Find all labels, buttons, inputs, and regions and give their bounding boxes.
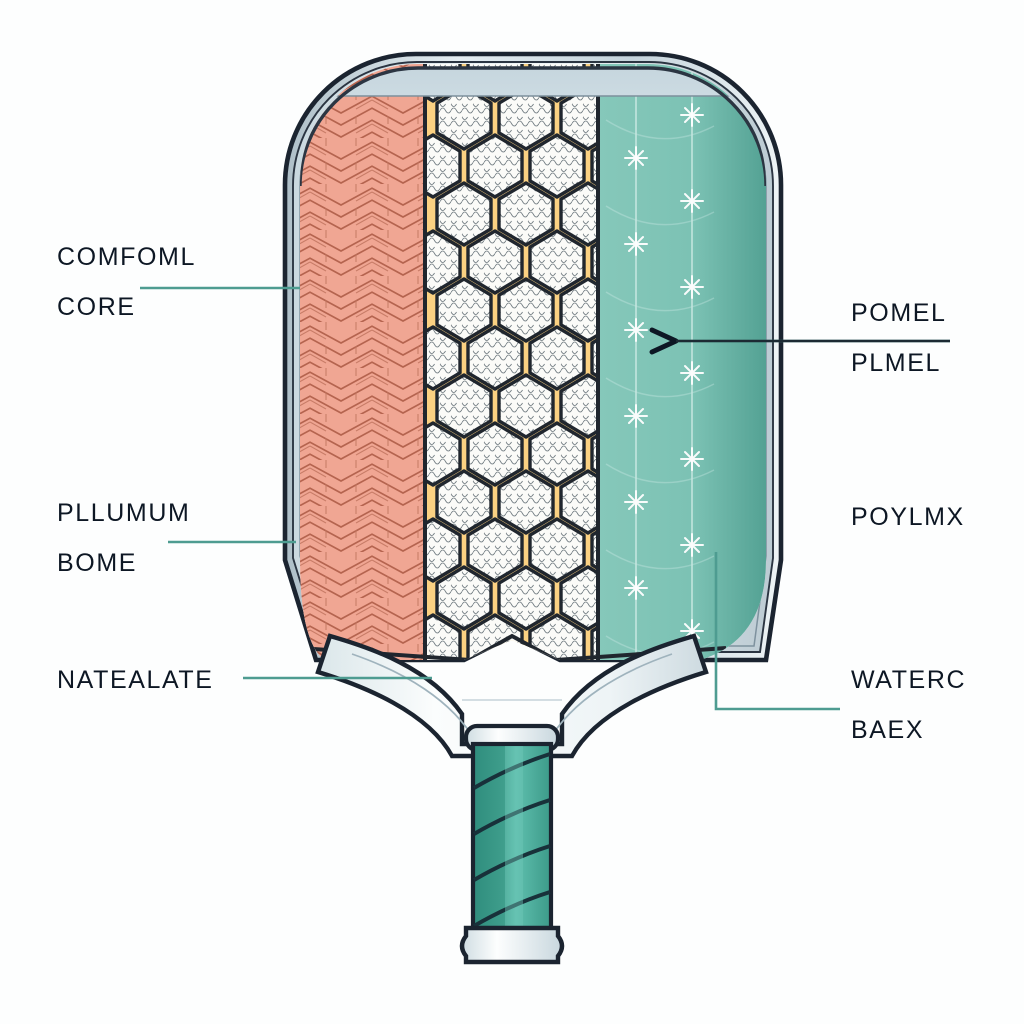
fiber-line <box>605 377 715 398</box>
label-poylmx: POYLMX <box>851 503 965 531</box>
sparkle-icon <box>680 533 704 557</box>
label-pomel-plmel: POMEL PLMEL <box>851 299 947 377</box>
paddle-grip <box>470 741 554 933</box>
honeycomb-cell <box>425 517 462 583</box>
honeycomb-cell <box>466 325 524 391</box>
honeycomb-cell <box>559 85 598 151</box>
honeycomb-cell <box>590 613 598 660</box>
honeycomb-cell <box>425 229 462 295</box>
sparkle-icon <box>680 103 704 127</box>
honeycomb-cell <box>590 421 598 487</box>
honeycomb-cell <box>528 517 586 583</box>
paddle-face-layers <box>300 64 766 725</box>
honeycomb-cell <box>425 133 462 199</box>
honeycomb-cell <box>559 277 598 343</box>
honeycomb-cell <box>425 325 462 391</box>
honeycomb-cell <box>590 229 598 295</box>
honeycomb-cell <box>559 469 598 535</box>
honeycomb-cell <box>499 663 553 725</box>
layer-comfoml-core <box>300 64 425 660</box>
sparkle-icon <box>624 146 648 170</box>
honeycomb-cell <box>466 421 524 487</box>
honeycomb-cell <box>590 133 598 199</box>
honeycomb-cell <box>435 181 493 247</box>
honeycomb-cell <box>435 565 493 631</box>
honeycomb-cell <box>497 565 555 631</box>
sparkle-icon <box>680 189 704 213</box>
grip-wrap-band <box>472 798 551 836</box>
leader-line-waterc-baex <box>714 552 840 711</box>
fiber-line <box>605 119 715 140</box>
honeycomb-cell <box>559 181 598 247</box>
grip-wrap-band <box>472 890 551 928</box>
grip-wrap-band <box>472 844 551 882</box>
sparkle-icon <box>680 447 704 471</box>
honeycomb-cell <box>590 325 598 391</box>
honeycomb-cell <box>497 85 555 151</box>
leader-lines-group <box>140 286 950 711</box>
honeycomb-cell <box>528 229 586 295</box>
face-top-band <box>300 68 766 186</box>
grip-wrap-band <box>472 752 551 790</box>
honeycomb-cell <box>497 469 555 535</box>
honeycomb-cell <box>466 517 524 583</box>
sparkle-icon <box>624 404 648 428</box>
fiber-line <box>605 549 715 570</box>
fiber-line <box>605 205 715 226</box>
honeycomb-cell <box>466 133 524 199</box>
honeycomb-cell <box>590 517 598 583</box>
grip-butt-cap <box>459 925 565 965</box>
fiber-line <box>605 291 715 312</box>
honeycomb-cell <box>528 421 586 487</box>
honeycomb-cell <box>435 469 493 535</box>
honeycomb-cell <box>435 373 493 439</box>
honeycomb-cell <box>425 613 462 660</box>
honeycomb-cell <box>497 277 555 343</box>
honeycomb-cell <box>425 421 462 487</box>
sparkle-icon <box>624 318 648 342</box>
honeycomb-cell <box>528 325 586 391</box>
label-waterc-baex: WATERC BAEX <box>851 666 967 744</box>
sparkle-icon <box>624 490 648 514</box>
honeycomb-cell <box>559 373 598 439</box>
honeycomb-cell <box>466 229 524 295</box>
sparkle-icon <box>624 576 648 600</box>
honeycomb-cell <box>435 85 493 151</box>
fiber-line <box>605 463 715 484</box>
honeycomb-cell <box>435 277 493 343</box>
honeycomb-cell <box>528 133 586 199</box>
honeycomb-cell <box>497 181 555 247</box>
honeycomb-cell <box>559 565 598 631</box>
honeycomb-cell <box>497 373 555 439</box>
honeycomb-cell <box>528 613 586 660</box>
label-natealate: NATEALATE <box>57 666 214 694</box>
layer-face-teal <box>598 64 766 660</box>
label-pllumum-bome: PLLUMUM BOME <box>57 499 191 577</box>
layer-honeycomb-core <box>425 64 598 725</box>
label-comfoml-core: COMFOML CORE <box>57 243 196 321</box>
paddle-throat <box>315 633 709 759</box>
sparkle-icon <box>680 361 704 385</box>
sparkle-icon <box>624 232 648 256</box>
sparkle-icon <box>680 275 704 299</box>
